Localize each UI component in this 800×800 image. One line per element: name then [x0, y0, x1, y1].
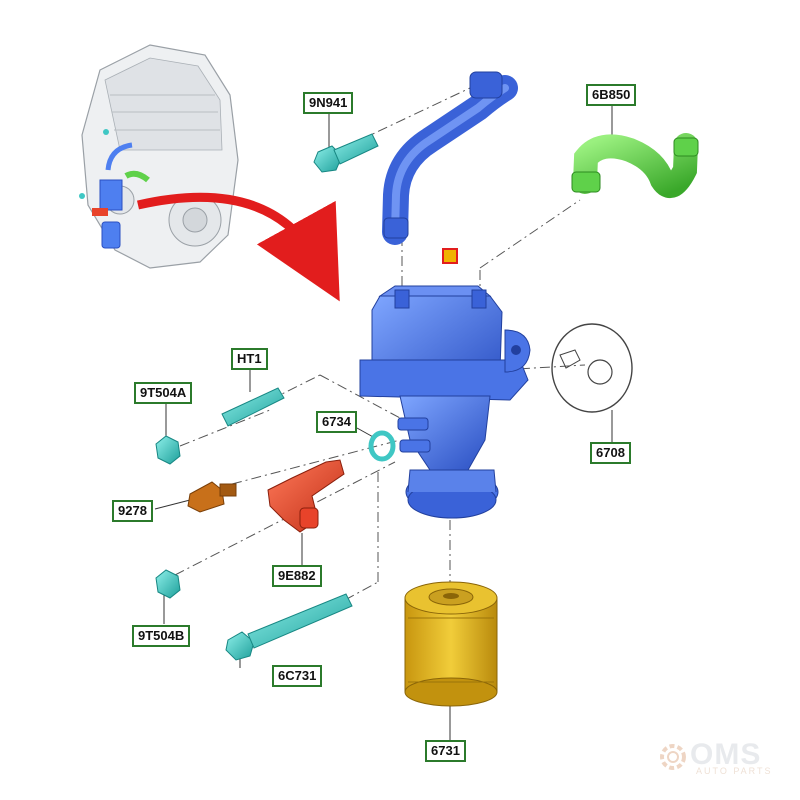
- nut-9t504b: [155, 569, 181, 599]
- hose-6b850: [571, 133, 699, 198]
- bolt-6c731: [225, 593, 353, 661]
- watermark-logo: OMS AUTO PARTS: [656, 736, 786, 780]
- part-label-6734[interactable]: 6734: [316, 411, 357, 433]
- watermark-subtext: AUTO PARTS: [696, 766, 773, 776]
- highlight-arrow: [137, 192, 340, 302]
- sender-9278: [187, 481, 237, 513]
- part-label-ht1[interactable]: HT1: [231, 348, 268, 370]
- callout-marker: [442, 248, 458, 264]
- o-ring-6734: [368, 430, 396, 462]
- stud-ht1: [221, 387, 285, 427]
- nut-9t504a: [155, 435, 181, 465]
- part-label-9t504b[interactable]: 9T504B: [132, 625, 191, 647]
- part-label-9278[interactable]: 9278: [112, 500, 153, 522]
- part-label-9t504a[interactable]: 9T504A: [134, 382, 193, 404]
- sensor-9e882: [267, 459, 345, 533]
- part-label-6b850[interactable]: 6B850: [586, 84, 637, 106]
- bolt-9n941: [313, 133, 379, 173]
- part-label-6c731[interactable]: 6C731: [272, 665, 323, 687]
- oil-filter-housing: [359, 285, 531, 519]
- gasket-6708: [551, 323, 633, 413]
- part-label-6708[interactable]: 6708: [590, 442, 631, 464]
- part-label-6731[interactable]: 6731: [425, 740, 466, 762]
- oil-filter-6731: [404, 581, 498, 707]
- part-label-9n941[interactable]: 9N941: [303, 92, 354, 114]
- part-label-9e882[interactable]: 9E882: [272, 565, 322, 587]
- engine-thumbnail: [79, 44, 239, 269]
- gear-icon: [660, 744, 686, 770]
- watermark-text: OMS: [690, 738, 762, 771]
